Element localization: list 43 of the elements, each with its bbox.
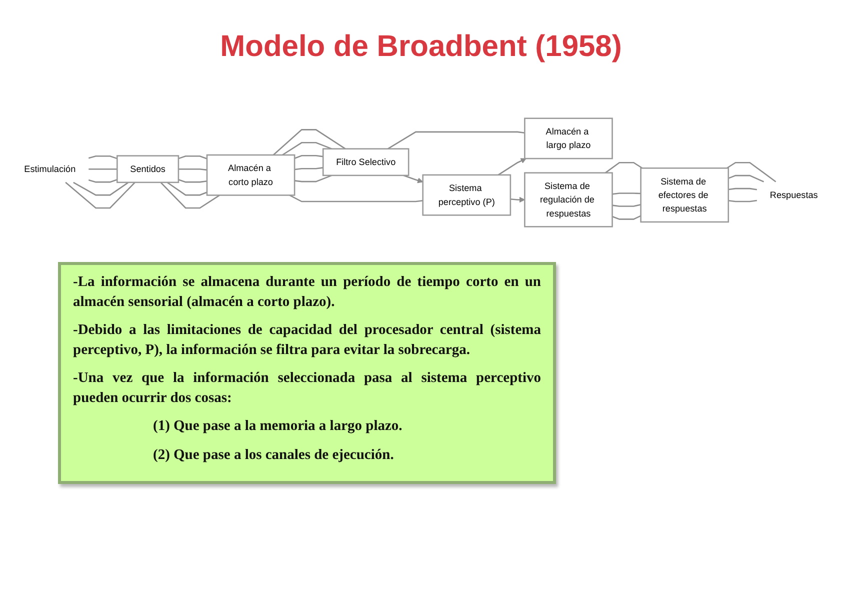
connector [166,182,208,196]
node-box: Sistema de efectores de respuestas [640,167,730,223]
connector [612,192,641,195]
node-box: Sistema perceptivo (P) [422,174,512,216]
connector [605,162,643,174]
connector [272,129,346,156]
diagram-title: Modelo de Broadbent (1958) [219,30,623,64]
connector [612,204,641,207]
node-box: Almacén a corto plazo [206,154,296,196]
connector [178,179,208,183]
connector [294,167,324,170]
connector [282,142,332,156]
connector [728,188,757,190]
node-box: Almacén a largo plazo [524,118,613,160]
connector [88,168,118,170]
note-paragraph: -Debido a las limitaciones de capacidad del procesador central (sistema perceptivo, P), la información se filtra para evitar la sobrecarga. [73,321,541,360]
connector [728,174,764,182]
connector [388,131,525,150]
connector [728,200,757,202]
node-box: Sentidos [116,155,180,184]
node-box: Sistema de regulación de respuestas [524,172,613,228]
connector [65,182,136,209]
connector [612,215,642,220]
node-box: Filtro Selectivo [322,148,410,176]
arrow [403,174,424,184]
note-list-item: (2) Que pase a los canales de ejecución. [153,446,395,465]
arrow [510,196,525,203]
note-list-item: (1) Que pase a la memoria a largo plazo. [153,417,404,436]
arrow [498,158,526,176]
note-paragraph: -Una vez que la información seleccionada pasa al sistema perceptivo pueden ocurrir dos cosas: [73,369,541,408]
connector [726,162,776,182]
node-text: Respuestas [770,190,818,200]
connector [73,182,129,196]
connector [178,155,208,160]
note-paragraph: -La información se almacena durante un período de tiempo corto en un almacén sensorial (almacén a corto plazo). [73,273,541,312]
connector [88,179,118,183]
connector [160,182,220,209]
connector [294,154,324,159]
connector [294,174,332,182]
node-text: Estimulación [24,164,76,174]
connector [88,155,118,160]
connector [178,168,208,171]
connector [289,194,423,202]
